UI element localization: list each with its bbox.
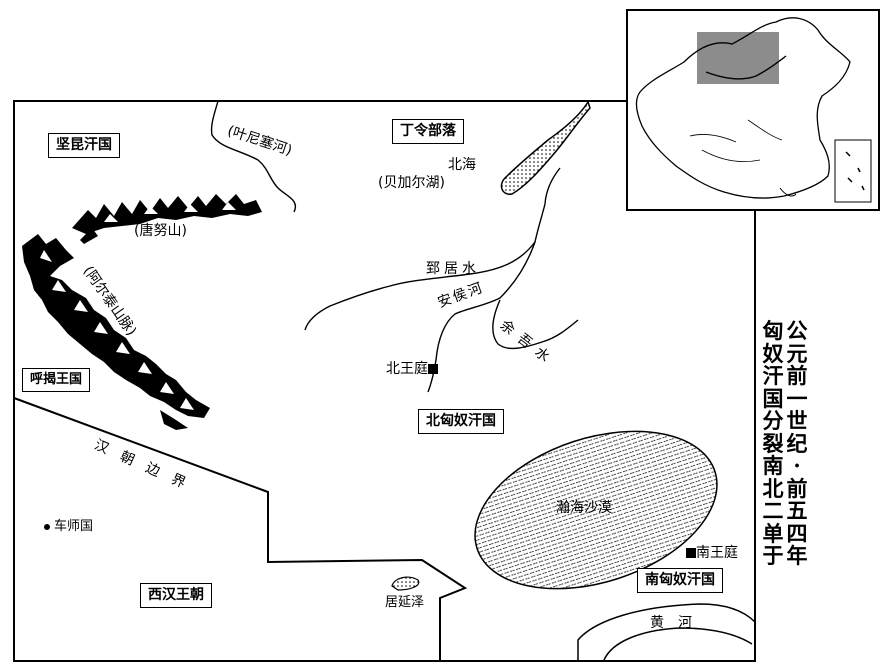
yellow-river-outer — [577, 603, 756, 660]
map-frame — [13, 100, 756, 662]
yellow-river-inner — [603, 627, 753, 661]
juyan-lake — [391, 576, 420, 591]
region-north-xiongnu: 北匈奴汗国 — [418, 409, 504, 434]
han-border-line — [13, 397, 468, 660]
cheshi-label: 车师国 — [54, 519, 94, 534]
north-court-marker: 北王庭 — [386, 362, 438, 376]
zhiju-river — [304, 167, 561, 331]
label-beihai: 北海 — [448, 157, 476, 173]
altai-mountains — [22, 234, 210, 430]
region-hujie: 呼揭王国 — [22, 368, 91, 392]
region-western-han: 西汉王朝 — [140, 583, 212, 608]
north-court-square — [428, 364, 438, 374]
label-juyanze: 居延泽 — [385, 595, 425, 610]
label-tangnu: (唐努山) — [134, 223, 187, 239]
label-zhiju: 郅居水 — [426, 261, 480, 277]
region-jiankun: 坚昆汗国 — [48, 133, 120, 158]
label-yellow-river: 黄 河 — [650, 615, 692, 631]
title-line1: 公元前一世纪·前五四年 — [786, 318, 808, 568]
north-court-label: 北王庭 — [386, 361, 428, 377]
region-dingling: 丁令部落 — [392, 119, 464, 144]
south-court-label: 南王庭 — [696, 545, 738, 561]
yenisei-river — [210, 100, 297, 213]
lake-baikal — [500, 100, 591, 195]
yuwu-river — [492, 299, 579, 350]
region-south-xiongnu: 南匈奴汗国 — [637, 568, 723, 593]
south-court-marker: 南王庭 — [686, 546, 738, 560]
label-baikal: (贝加尔湖) — [378, 175, 445, 191]
cheshi-dot — [44, 523, 50, 530]
title-line2: 匈奴汗国分裂南北二单于 — [762, 318, 784, 568]
inset-china-map — [635, 17, 872, 203]
label-hanhai: 瀚海沙漠 — [556, 500, 612, 516]
tangnu-mountains — [72, 194, 262, 244]
cheshi-marker: 车师国 — [44, 520, 93, 533]
hanhai-desert — [474, 430, 718, 590]
altai-snow — [40, 202, 236, 410]
south-court-square — [686, 548, 696, 558]
